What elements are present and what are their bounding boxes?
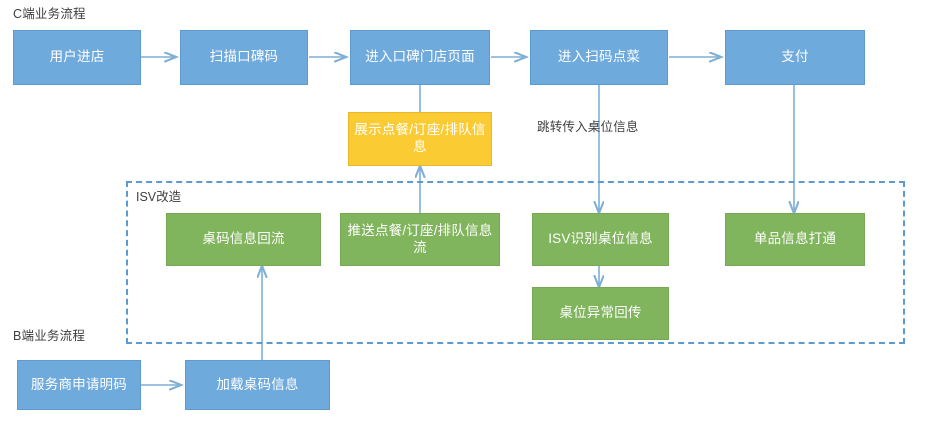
node-isv-apply-plain-code[interactable]: 服务商申请明码 <box>17 360 141 410</box>
node-user-enter-store[interactable]: 用户进店 <box>13 30 141 85</box>
node-table-exception-report[interactable]: 桌位异常回传 <box>532 287 669 340</box>
group-title-isv-transformation: ISV改造 <box>134 186 184 205</box>
node-push-order-booking-queue-stream[interactable]: 推送点餐/订座/排队信息流 <box>340 213 500 266</box>
node-enter-store-page[interactable]: 进入口碑门店页面 <box>350 30 490 85</box>
node-load-table-code-info[interactable]: 加载桌码信息 <box>185 360 330 410</box>
group-isv-transformation <box>126 181 905 344</box>
section-label-c-side: C端业务流程 <box>13 7 86 21</box>
node-scan-koubei-code[interactable]: 扫描口碑码 <box>180 30 308 85</box>
node-enter-scan-order[interactable]: 进入扫码点菜 <box>530 30 668 85</box>
node-show-order-booking-queue-info[interactable]: 展示点餐/订座/排队信息 <box>348 112 492 166</box>
node-isv-identify-table-info[interactable]: ISV识别桌位信息 <box>532 213 669 266</box>
node-sku-info-connect[interactable]: 单品信息打通 <box>725 213 865 266</box>
node-payment[interactable]: 支付 <box>725 30 865 85</box>
edge-label-jump-table-info: 跳转传入桌位信息 <box>537 120 639 134</box>
section-label-b-side: B端业务流程 <box>13 329 86 343</box>
node-table-code-info-backflow[interactable]: 桌码信息回流 <box>166 213 321 266</box>
